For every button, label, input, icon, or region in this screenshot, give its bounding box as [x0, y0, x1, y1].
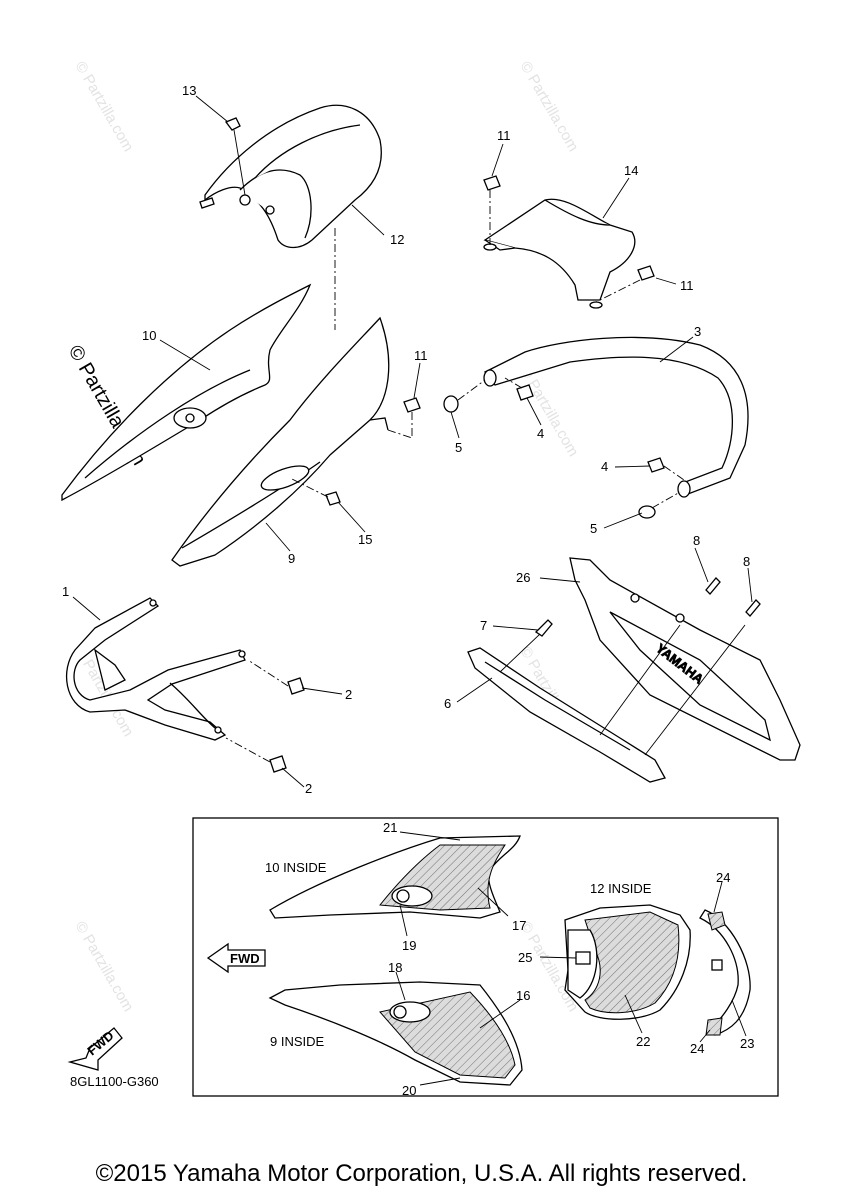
callout-2: 2 [305, 781, 312, 796]
callout-11: 11 [497, 128, 511, 143]
inset-23-24-seal [699, 909, 751, 1036]
part-3-grab-bar [483, 336, 749, 498]
callout-22: 22 [636, 1034, 650, 1049]
part-12-seat-cowl [199, 104, 382, 249]
callout-10: 10 [142, 328, 156, 343]
part-14-bracket [483, 198, 636, 309]
callout-23: 23 [740, 1036, 754, 1051]
part-9-side-cover [171, 316, 390, 567]
part-11-bolts [403, 175, 655, 438]
part-15-screw [289, 477, 341, 506]
assembly-line [387, 429, 413, 439]
part-2-bolts [225, 659, 305, 773]
callout-8: 8 [693, 533, 700, 548]
part-7-8-fasteners [499, 577, 761, 673]
callout-20: 20 [402, 1083, 416, 1098]
callout-numbers: 13 12 11 14 11 3 10 11 5 4 4 5 15 9 8 8 … [62, 83, 754, 1098]
callout-7: 7 [480, 618, 487, 633]
callout-11: 11 [414, 348, 428, 363]
callout-16: 16 [516, 988, 530, 1003]
callout-18: 18 [388, 960, 402, 975]
fwd-label: FWD [230, 951, 260, 966]
callout-14: 14 [624, 163, 638, 178]
copyright-footer: ©2015 Yamaha Motor Corporation, U.S.A. A… [95, 1160, 748, 1187]
inset-labels: 10 INSIDE 9 INSIDE 12 INSIDE [265, 860, 652, 1049]
watermark: © Partzilla.com [517, 364, 582, 460]
callout-11: 11 [680, 278, 694, 293]
callout-4: 4 [537, 426, 544, 441]
callout-13: 13 [182, 83, 196, 98]
label-12-inside: 12 INSIDE [590, 881, 652, 896]
inset-leader-lines [395, 831, 747, 1086]
callout-19: 19 [402, 938, 416, 953]
part-26-lower-cowl: YAMAHA [569, 557, 801, 761]
inset-9-inside [268, 981, 523, 1086]
diagram-code: 8GL1100-G360 [70, 1074, 159, 1089]
part-5-caps [443, 379, 681, 519]
callout-8: 8 [743, 554, 750, 569]
callout-12: 12 [390, 232, 404, 247]
callout-24: 24 [716, 870, 730, 885]
label-10-inside: 10 INSIDE [265, 860, 327, 875]
callout-1: 1 [62, 584, 69, 599]
watermark: © Partzilla.com [72, 59, 137, 155]
callout-5: 5 [590, 521, 597, 536]
watermark: © Partzilla.com [517, 59, 582, 155]
callout-5: 5 [455, 440, 462, 455]
callout-15: 15 [358, 532, 372, 547]
callout-4: 4 [601, 459, 608, 474]
callout-9: 9 [288, 551, 295, 566]
part-6-strip [467, 624, 746, 783]
inset-12-inside [564, 904, 691, 1020]
watermark: © Partzilla.com [72, 919, 137, 1015]
part-10-side-cover [61, 283, 312, 502]
part-4-bolts [504, 377, 685, 481]
inset-10-inside [269, 835, 521, 919]
callout-24: 24 [690, 1041, 704, 1056]
fwd-arrow-inset: FWD [206, 942, 266, 974]
callout-3: 3 [694, 324, 701, 339]
inset-frame [192, 817, 779, 1097]
callout-6: 6 [444, 696, 451, 711]
leader-lines [72, 95, 753, 788]
callout-26: 26 [516, 570, 530, 585]
fwd-arrow-iso: FWD [67, 1027, 123, 1071]
callout-17: 17 [512, 918, 526, 933]
callout-25: 25 [518, 950, 532, 965]
part-1-bracket [65, 597, 246, 741]
callout-21: 21 [383, 820, 397, 835]
part-13-screw [224, 117, 246, 196]
label-9-inside: 9 INSIDE [270, 1034, 325, 1049]
callout-2: 2 [345, 687, 352, 702]
